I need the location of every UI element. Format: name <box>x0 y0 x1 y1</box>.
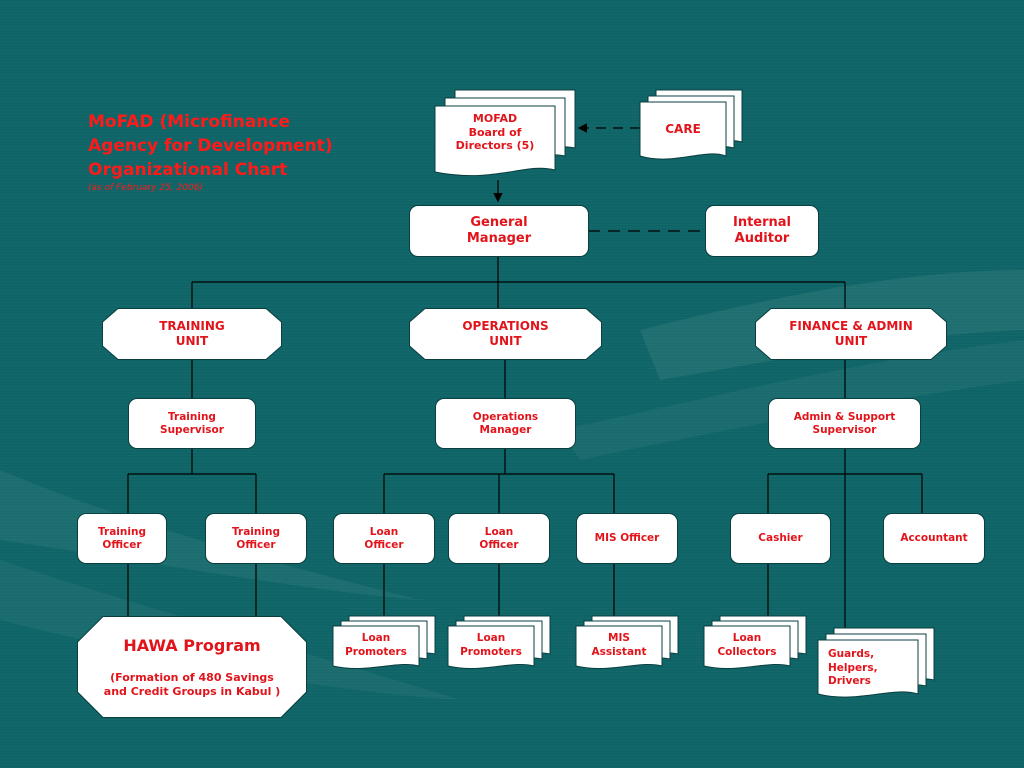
training-supervisor-node: Training Supervisor <box>128 398 256 449</box>
mis-assistant-label: MIS Assistant <box>591 632 647 658</box>
care-node: CARE <box>639 89 744 166</box>
chart-date: (as of February 25, 2006) <box>88 183 203 193</box>
internal-auditor-node: Internal Auditor <box>705 205 819 257</box>
hawa-program-node: HAWA Program (Formation of 480 Savings a… <box>77 616 307 718</box>
training-unit-node: TRAINING UNIT <box>102 308 282 360</box>
training-officer-2-node: Training Officer <box>205 513 307 564</box>
loan-promoters-1-node: Loan Promoters <box>332 615 437 676</box>
loan-collectors-node: Loan Collectors <box>703 615 808 676</box>
finance-admin-unit-node: FINANCE & ADMIN UNIT <box>755 308 947 360</box>
training-unit-label: TRAINING UNIT <box>159 319 225 348</box>
loan-promoters-1-label: Loan Promoters <box>345 632 407 658</box>
care-label: CARE <box>665 122 701 136</box>
document-stack-icon <box>703 615 807 669</box>
chart-title-line-1: MoFAD (Microfinance <box>88 112 290 132</box>
chart-title-block: MoFAD (Microfinance Agency for Developme… <box>88 110 388 193</box>
document-stack-icon <box>639 89 743 160</box>
operations-unit-node: OPERATIONS UNIT <box>409 308 602 360</box>
cashier-node: Cashier <box>730 513 831 564</box>
general-manager-node: General Manager <box>409 205 589 257</box>
board-of-directors-node: MOFAD Board of Directors (5) <box>434 89 577 182</box>
admin-support-supervisor-node: Admin & Support Supervisor <box>768 398 921 449</box>
mis-officer-node: MIS Officer <box>576 513 678 564</box>
document-stack-icon <box>332 615 436 669</box>
loan-officer-2-node: Loan Officer <box>448 513 550 564</box>
chart-title-line-2: Agency for Development) <box>88 136 333 156</box>
loan-promoters-2-label: Loan Promoters <box>460 632 522 658</box>
document-stack-icon <box>434 89 576 177</box>
guards-helpers-drivers-label: Guards, Helpers, Drivers <box>828 648 878 687</box>
loan-promoters-2-node: Loan Promoters <box>447 615 552 676</box>
document-stack-icon <box>447 615 551 669</box>
operations-manager-node: Operations Manager <box>435 398 576 449</box>
hawa-program-subtitle: (Formation of 480 Savings and Credit Gro… <box>103 670 281 698</box>
guards-helpers-drivers-node: Guards, Helpers, Drivers <box>817 627 936 704</box>
training-officer-1-node: Training Officer <box>77 513 167 564</box>
operations-unit-label: OPERATIONS UNIT <box>462 319 549 348</box>
loan-officer-1-node: Loan Officer <box>333 513 435 564</box>
mis-assistant-node: MIS Assistant <box>575 615 680 676</box>
chart-title-line-3: Organizational Chart <box>88 160 288 180</box>
loan-collectors-label: Loan Collectors <box>717 632 777 658</box>
board-label: MOFAD Board of Directors (5) <box>455 112 535 152</box>
document-stack-icon <box>817 627 935 698</box>
accountant-node: Accountant <box>883 513 985 564</box>
finance-admin-unit-label: FINANCE & ADMIN UNIT <box>789 319 913 348</box>
hawa-program-title: HAWA Program <box>123 635 261 655</box>
document-stack-icon <box>575 615 679 669</box>
